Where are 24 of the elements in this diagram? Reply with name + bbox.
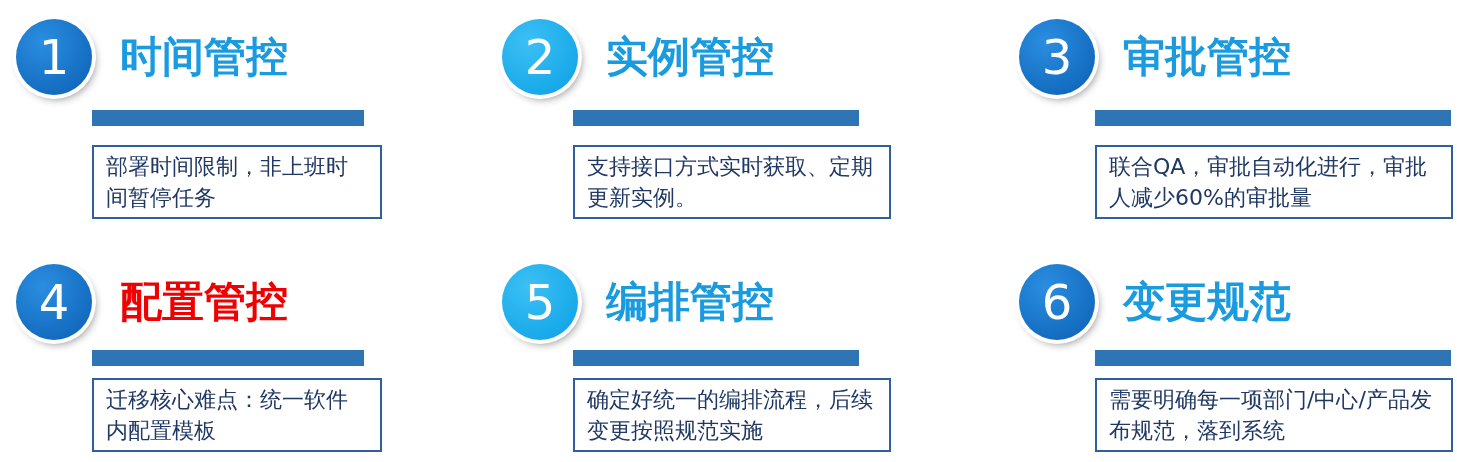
description-box: 联合QA，审批自动化进行，审批人减少60%的审批量 [1095,145,1453,219]
heading: 配置管控 [120,276,288,328]
number-circle: 6 [1019,264,1095,340]
divider-bar [92,110,364,126]
divider-bar [573,110,859,126]
description-box: 部署时间限制，非上班时间暂停任务 [92,145,382,219]
divider-bar [92,350,364,366]
divider-bar [1095,350,1451,366]
number-circle: 1 [16,19,92,95]
number-circle: 2 [502,19,578,95]
description-box: 确定好统一的编排流程，后续变更按照规范实施 [573,378,891,452]
divider-bar [1095,110,1451,126]
description-box: 需要明确每一项部门/中心/产品发布规范，落到系统 [1095,378,1453,452]
heading: 编排管控 [606,276,774,328]
heading: 实例管控 [606,31,774,83]
description-box: 迁移核心难点：统一软件内配置模板 [92,378,382,452]
number-circle: 3 [1019,19,1095,95]
number-circle: 5 [502,264,578,340]
number-circle: 4 [16,264,92,340]
heading: 时间管控 [120,31,288,83]
heading: 审批管控 [1123,31,1291,83]
heading: 变更规范 [1123,276,1291,328]
divider-bar [573,350,859,366]
description-box: 支持接口方式实时获取、定期更新实例。 [573,145,891,219]
